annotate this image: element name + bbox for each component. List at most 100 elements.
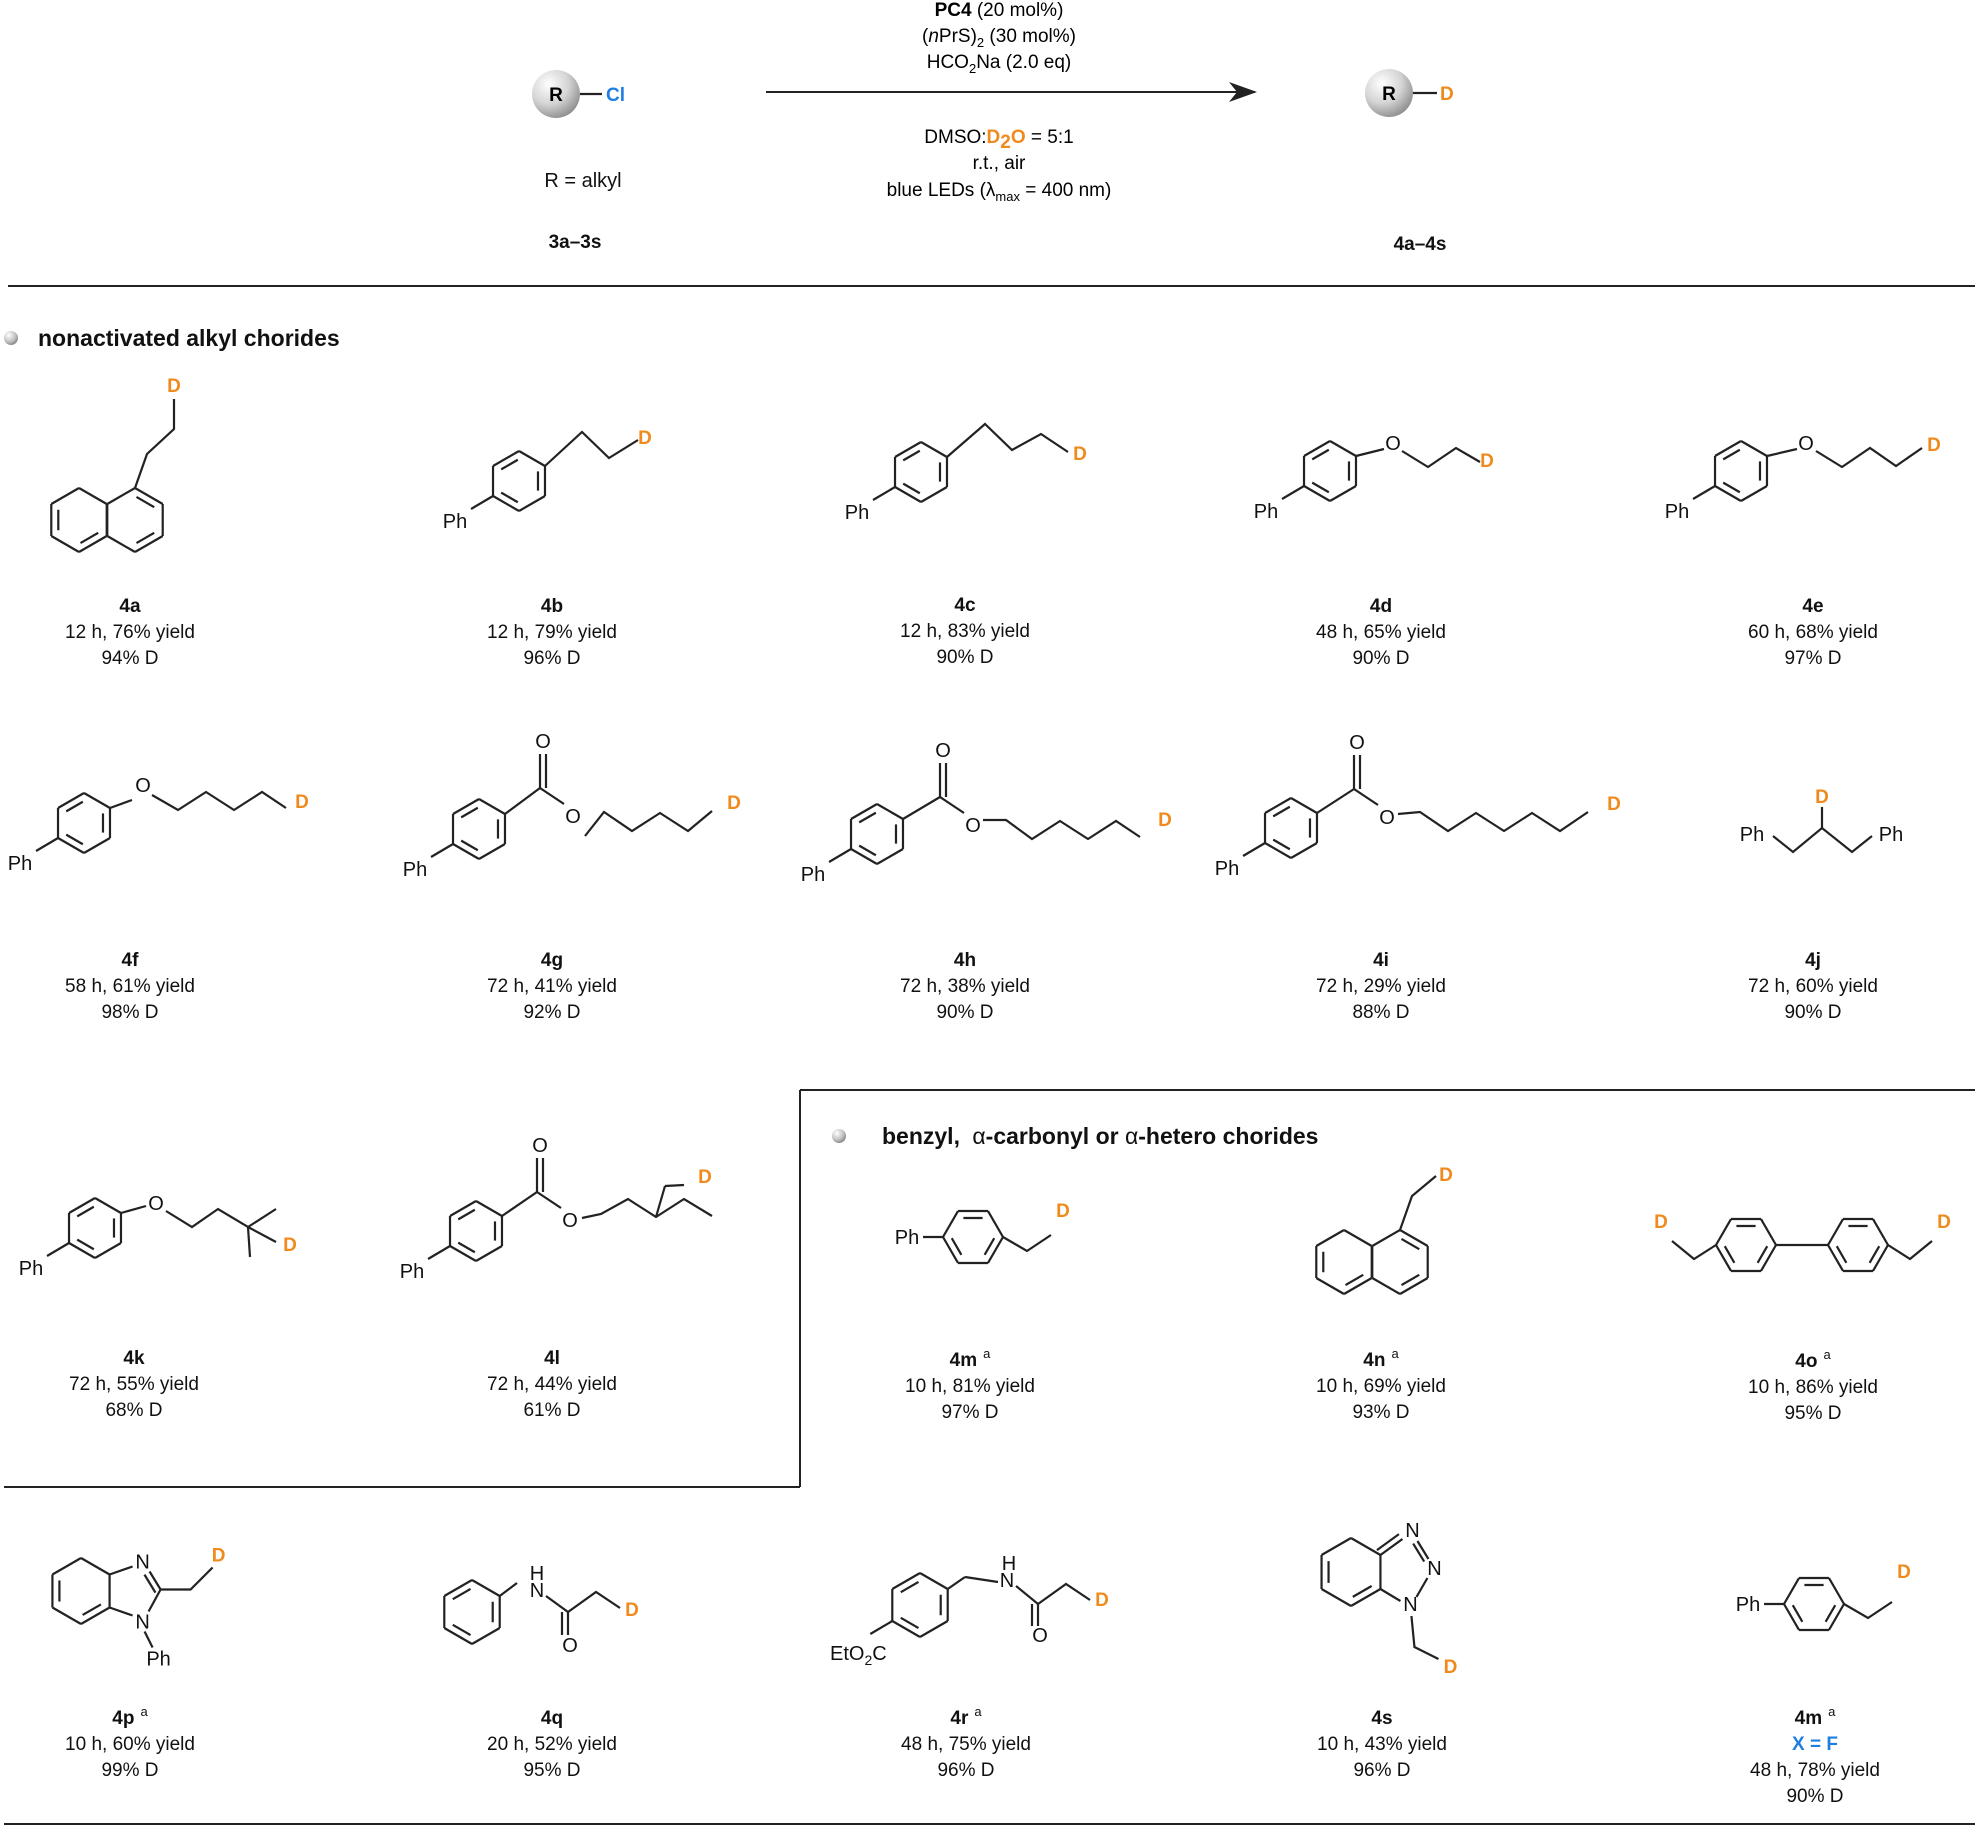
bond bbox=[1002, 1234, 1052, 1253]
bond bbox=[1311, 448, 1330, 461]
oxygen-label: O bbox=[565, 806, 581, 828]
bond bbox=[536, 1191, 562, 1209]
oxygen-label: O bbox=[535, 731, 551, 753]
ester-label-part: EtO bbox=[830, 1643, 864, 1665]
compound-id: 4a bbox=[119, 596, 141, 617]
bond bbox=[1400, 1237, 1420, 1251]
bond bbox=[449, 1245, 477, 1262]
compound-id: 4d bbox=[1370, 596, 1392, 617]
bond bbox=[452, 1587, 472, 1601]
deuterium-label: D bbox=[1607, 794, 1621, 815]
bond bbox=[1791, 1604, 1804, 1623]
reaction-time-yield: 48 h, 75% yield bbox=[901, 1734, 1031, 1755]
bond bbox=[1355, 447, 1385, 458]
compound-id: 4b bbox=[541, 596, 563, 617]
bond bbox=[1824, 1604, 1837, 1623]
bond bbox=[504, 787, 541, 815]
bond bbox=[452, 1623, 472, 1637]
bond bbox=[46, 1242, 70, 1257]
bond bbox=[1740, 440, 1768, 457]
bond bbox=[470, 495, 494, 510]
structure-4m-xf: PhD bbox=[1736, 1562, 1911, 1632]
bond bbox=[1316, 788, 1355, 814]
bond bbox=[160, 1566, 214, 1591]
compound-id: 4c bbox=[954, 595, 976, 616]
reaction-time-yield: 72 h, 41% yield bbox=[487, 976, 617, 997]
bond bbox=[1828, 1577, 1845, 1605]
deuterium-label: D bbox=[283, 1235, 297, 1256]
bond bbox=[983, 1237, 996, 1256]
compound-id-text: 4i bbox=[1373, 950, 1389, 971]
bond bbox=[1415, 1577, 1429, 1598]
ester-label: EtO2C bbox=[830, 1643, 887, 1668]
deuterium-incorporation: 95% D bbox=[523, 1760, 580, 1781]
bond bbox=[947, 1576, 966, 1590]
bond bbox=[950, 1237, 963, 1256]
deuterium-label: D bbox=[1815, 787, 1829, 808]
compound-id-text: 4j bbox=[1805, 950, 1821, 971]
structure-4c: PhD bbox=[845, 422, 1087, 524]
bond bbox=[460, 839, 479, 852]
bond bbox=[1722, 481, 1741, 494]
phenyl-label: Ph bbox=[146, 1649, 170, 1671]
bond bbox=[57, 792, 85, 809]
bond bbox=[1412, 1543, 1426, 1563]
bond bbox=[247, 1226, 277, 1243]
bond bbox=[900, 1580, 920, 1594]
svg-text:(nPrS)2 (30 mol%): (nPrS)2 (30 mol%) bbox=[922, 26, 1076, 50]
bond bbox=[1828, 1603, 1845, 1631]
bond bbox=[82, 1603, 102, 1616]
bond bbox=[942, 1210, 959, 1238]
bond bbox=[964, 1575, 999, 1584]
compound-id-text: 4g bbox=[541, 950, 563, 971]
footnote-marker: a bbox=[1828, 1704, 1836, 1719]
bond bbox=[1264, 797, 1292, 814]
bond bbox=[76, 1238, 95, 1251]
reaction-time-yield: 20 h, 52% yield bbox=[487, 1734, 617, 1755]
product-general: R D 4a–4s bbox=[1365, 69, 1454, 255]
bond bbox=[478, 798, 506, 815]
reaction-time-yield: 10 h, 86% yield bbox=[1748, 1377, 1878, 1398]
footnote-marker: a bbox=[974, 1704, 982, 1719]
phenyl-label: Ph bbox=[1740, 824, 1764, 846]
hydrogen-label: H bbox=[1002, 1553, 1016, 1575]
bond bbox=[134, 487, 164, 505]
hydrogen-label: H bbox=[530, 1563, 544, 1585]
compound-id: 4q bbox=[541, 1708, 563, 1729]
bond bbox=[1827, 1244, 1844, 1272]
nitrogen-label: N bbox=[1000, 1570, 1014, 1592]
product-range-label: 4a–4s bbox=[1394, 234, 1447, 255]
compound-id-text: 4h bbox=[954, 950, 976, 971]
bond bbox=[1376, 1533, 1400, 1552]
bond bbox=[1321, 1537, 1352, 1556]
bond bbox=[1352, 1585, 1373, 1598]
bond bbox=[1756, 1245, 1769, 1264]
deuterium-label: D bbox=[1158, 810, 1172, 831]
deuterium-incorporation: 93% D bbox=[1352, 1402, 1409, 1423]
bond bbox=[894, 441, 922, 458]
bond bbox=[1722, 448, 1741, 461]
bond bbox=[946, 422, 1069, 458]
compound-id-text: 4c bbox=[954, 595, 976, 616]
bond bbox=[51, 1606, 82, 1625]
bond bbox=[539, 787, 565, 805]
bond bbox=[471, 1579, 501, 1597]
bond bbox=[1371, 1277, 1401, 1295]
bond bbox=[1015, 1582, 1091, 1606]
bond bbox=[106, 487, 136, 505]
compound-id: 4g bbox=[541, 950, 563, 971]
bond bbox=[492, 450, 520, 467]
bond bbox=[50, 535, 80, 553]
reaction-time-yield: 10 h, 43% yield bbox=[1317, 1734, 1447, 1755]
reaction-time-yield: 72 h, 60% yield bbox=[1748, 976, 1878, 997]
structure-4b: PhD bbox=[443, 428, 652, 533]
nitrogen-label: N bbox=[135, 1552, 149, 1574]
bond bbox=[1783, 1577, 1800, 1605]
oxygen-label: O bbox=[148, 1193, 164, 1215]
